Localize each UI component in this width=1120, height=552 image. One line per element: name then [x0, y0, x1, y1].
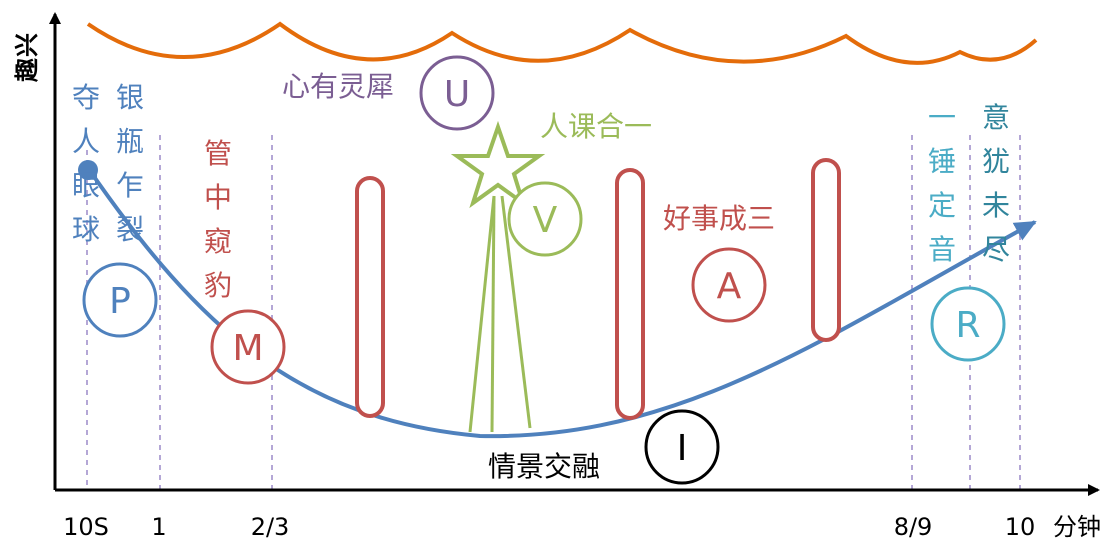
stage-a-letter: A	[717, 266, 742, 307]
stage-u-letter: U	[444, 74, 470, 115]
time-guide-lines	[86, 135, 1021, 490]
x-tick-10: 10	[1005, 513, 1036, 541]
y-axis-label-1: 兴	[13, 33, 41, 57]
stage-r2-text-char: 意	[982, 101, 1010, 134]
star-beam	[450, 120, 546, 433]
attention-wave	[86, 21, 1038, 65]
stage-i-label: 情景交融	[488, 450, 600, 483]
curve-start-dot	[78, 160, 98, 180]
stage-p2-text-char: 乍	[116, 169, 144, 202]
stage-i-letter: I	[677, 428, 688, 469]
stage-p-letter: P	[109, 281, 131, 322]
stage-p-text-char: 球	[72, 213, 100, 246]
stage-r1-text-char: 定	[928, 189, 956, 222]
y-axis-label-2: 趣	[13, 57, 41, 83]
beam-line	[468, 195, 496, 433]
stage-m-text-char: 中	[204, 181, 232, 214]
x-tick-1: 1	[151, 513, 166, 541]
beam-line	[490, 195, 496, 433]
stage-r2-text-char: 犹	[982, 145, 1010, 178]
red-pill-1	[355, 176, 385, 418]
stage-r-circle	[930, 286, 1006, 362]
stage-p2-text-char: 银	[116, 81, 144, 114]
stage-r1-text-char: 一	[928, 101, 956, 134]
stage-v-label: 人课合一	[540, 110, 652, 143]
stage-p2-text-char: 瓶	[116, 125, 144, 158]
stage-p-text-char: 夺	[72, 81, 100, 114]
stage-p-circle	[82, 262, 158, 338]
stage-m-text-char: 窥	[204, 225, 232, 258]
stage-m-text-char: 豹	[204, 269, 232, 302]
stage-p2-text-char: 裂	[116, 213, 144, 246]
stage-r-letter: R	[955, 305, 980, 346]
interest-curve	[86, 166, 1037, 439]
stage-r2-text-char: 未	[982, 189, 1010, 222]
stage-p-text-char: 人	[72, 125, 100, 158]
stage-v-letter: V	[533, 200, 558, 241]
stage-p-text-char: 眼	[72, 169, 100, 202]
x-tick-10s: 10S	[63, 513, 109, 541]
stage-a-label: 好事成三	[663, 202, 775, 235]
stage-a-circle	[691, 247, 767, 323]
stage-m-letter: M	[232, 328, 263, 369]
beam-line	[500, 195, 532, 429]
stage-m-circle	[210, 309, 286, 385]
x-tick-2-3: 2/3	[251, 513, 290, 541]
stage-r2-text-char: 尽	[982, 233, 1010, 266]
stage-r1-text-char: 音	[928, 233, 956, 266]
stage-m-text-char: 管	[204, 137, 232, 170]
stage-u-label: 心有灵犀	[282, 70, 394, 103]
x-axis-unit: 分钟	[1053, 513, 1101, 541]
red-pill-2	[615, 168, 645, 420]
stage-r1-text-char: 锤	[928, 145, 956, 178]
stage-v-circle	[507, 181, 583, 257]
stage-i-circle	[644, 409, 720, 485]
red-pill-3	[811, 158, 841, 342]
x-tick-8-9: 8/9	[894, 513, 933, 541]
stage-u-circle	[419, 55, 495, 131]
star-icon	[450, 120, 546, 209]
